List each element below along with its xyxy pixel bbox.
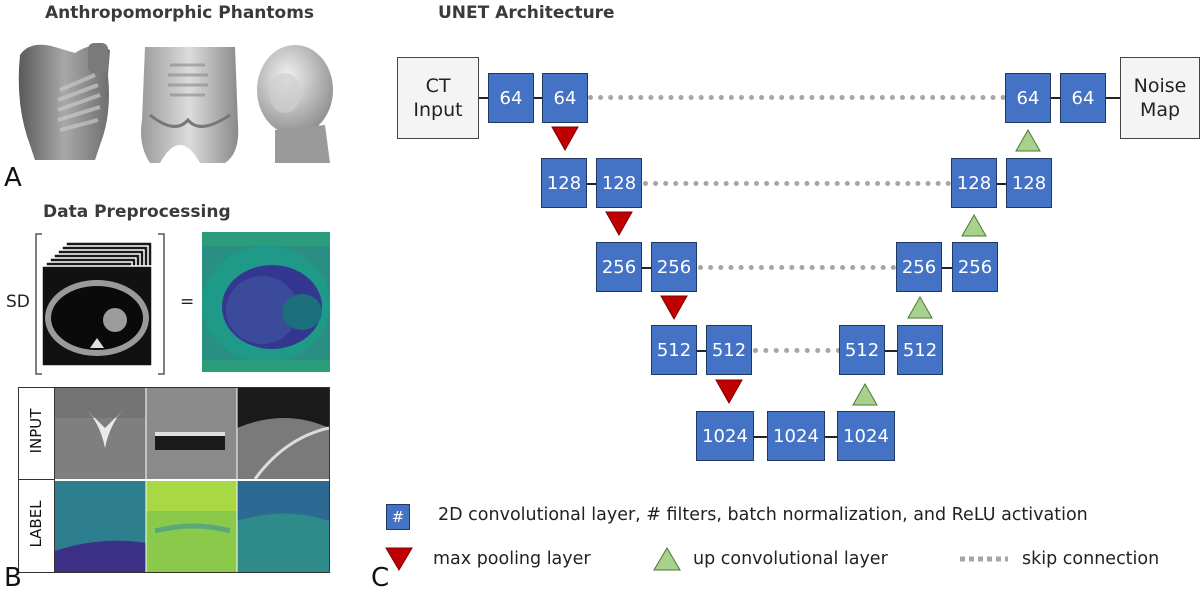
encoder-1-conv-2: 64 [542, 73, 588, 123]
bottleneck-conv-1: 1024 [696, 411, 754, 461]
skip-connection [643, 181, 951, 186]
panel-letter-b: B [4, 563, 22, 593]
max-pool-triangle [605, 211, 633, 237]
encoder-3-conv-1: 256 [596, 242, 642, 292]
connector [695, 350, 708, 352]
noise-map-image [202, 232, 330, 372]
phantom-images [18, 43, 333, 163]
skip-connection [588, 95, 1006, 100]
ct-stack [35, 233, 165, 375]
pelvis-phantom [141, 47, 239, 163]
ct-input-box: CT Input [397, 57, 479, 139]
encoder-4-conv-2: 512 [706, 325, 752, 375]
torso-phantom [18, 43, 110, 160]
up-conv-triangle [852, 382, 878, 406]
legend-up-text: up convolutional layer [693, 549, 888, 569]
legend-skip-text: skip connection [1022, 549, 1160, 569]
connector [996, 183, 1008, 185]
encoder-2-conv-1: 128 [541, 158, 587, 208]
skip-connection [698, 265, 896, 270]
connector [940, 267, 954, 269]
panel-letter-c: C [371, 563, 390, 593]
connector [1103, 97, 1121, 99]
connector [585, 183, 597, 185]
connector [752, 436, 768, 438]
decoder-2-conv-2: 128 [1006, 158, 1052, 208]
connector [640, 267, 653, 269]
equals-sign: = [180, 292, 195, 312]
connector [882, 350, 898, 352]
connector [823, 436, 839, 438]
encoder-4-conv-1: 512 [651, 325, 697, 375]
legend-up-conv-triangle [653, 547, 681, 571]
sd-label: SD [6, 292, 30, 312]
head-phantom [257, 45, 333, 163]
legend-conv-text: 2D convolutional layer, # filters, batch… [438, 505, 1088, 525]
panel-letter-a: A [4, 163, 22, 193]
encoder-1-conv-1: 64 [488, 73, 534, 123]
max-pool-triangle [660, 295, 688, 321]
bottleneck-conv-3: 1024 [837, 411, 895, 461]
encoder-3-conv-2: 256 [651, 242, 697, 292]
connector [532, 97, 544, 99]
decoder-3-conv-1: 256 [896, 242, 942, 292]
decoder-1-conv-1: 64 [1005, 73, 1051, 123]
noise-map-line2: Map [1139, 99, 1181, 121]
decoder-3-conv-2: 256 [952, 242, 998, 292]
label-patches [55, 481, 329, 572]
unet-title: UNET Architecture [438, 3, 615, 23]
noise-map-line1: Noise [1133, 75, 1187, 97]
max-pool-triangle [551, 126, 579, 152]
input-patches [55, 388, 329, 479]
decoder-2-conv-1: 128 [951, 158, 997, 208]
legend-max-pool-triangle [385, 547, 413, 571]
decoder-4-conv-1: 512 [839, 325, 885, 375]
encoder-2-conv-2: 128 [596, 158, 642, 208]
ct-input-line1: CT [425, 75, 451, 97]
up-conv-triangle [907, 295, 933, 319]
preprocessing-title: Data Preprocessing [43, 202, 231, 222]
bottleneck-conv-2: 1024 [767, 411, 825, 461]
legend-pool-text: max pooling layer [433, 549, 591, 569]
decoder-1-conv-2: 64 [1060, 73, 1106, 123]
ct-input-line2: Input [413, 99, 463, 121]
legend-conv-symbol: # [386, 504, 410, 530]
input-label-grid [18, 387, 330, 573]
connector [478, 97, 490, 99]
up-conv-triangle [1015, 128, 1041, 152]
connector [1049, 97, 1061, 99]
legend-symbols [385, 547, 1008, 571]
up-conv-triangle [961, 213, 987, 237]
phantoms-title: Anthropomorphic Phantoms [45, 3, 315, 23]
decoder-4-conv-2: 512 [897, 325, 943, 375]
skip-connection [753, 348, 841, 353]
max-pool-triangle [715, 379, 743, 405]
